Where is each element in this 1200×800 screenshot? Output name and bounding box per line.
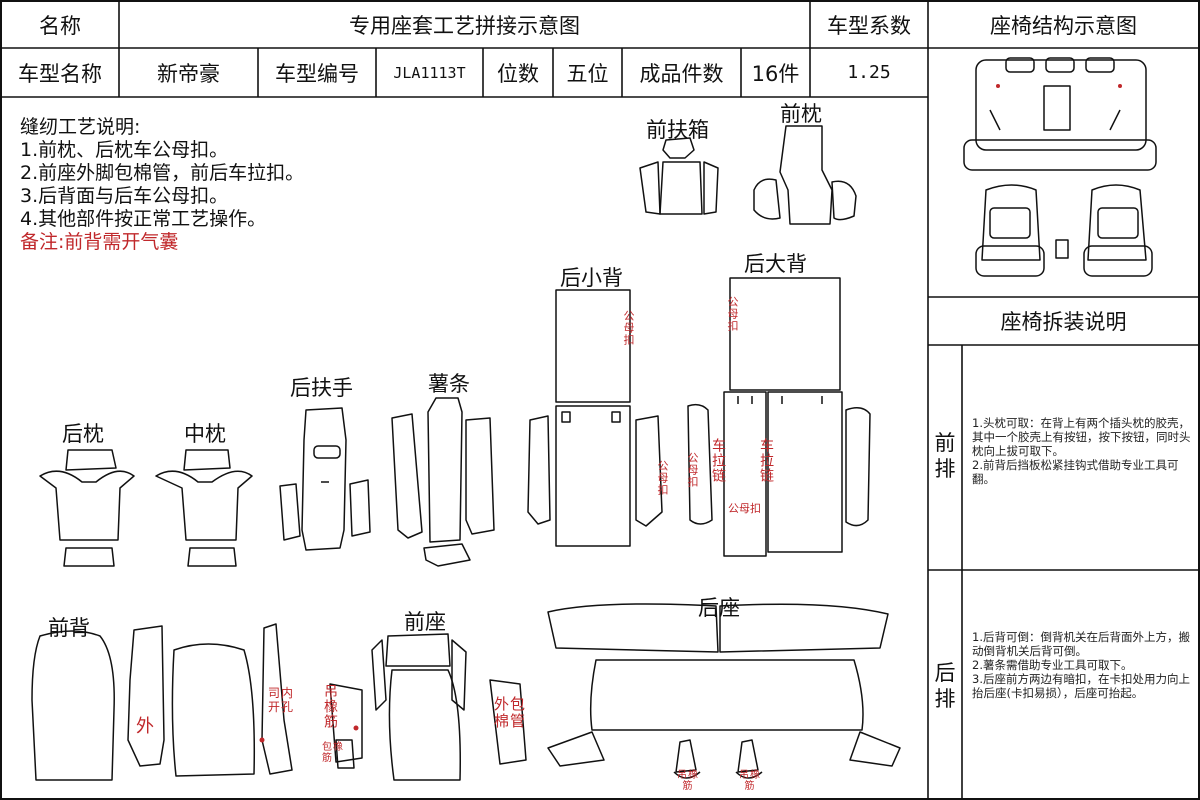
pieces-label: 成品件数 — [639, 61, 724, 86]
label-middle-headrest: 中枕 — [184, 422, 226, 446]
coef-value: 1.25 — [847, 62, 891, 83]
model-code-value: JLA1113T — [393, 63, 466, 82]
label-front-headrest: 前枕 — [780, 102, 822, 126]
label-rear-big-back: 后大背 — [744, 252, 807, 276]
label-rear-armrest: 后扶手 — [290, 376, 353, 400]
notes-item-4: 4.其他部件按正常工艺操作。 — [20, 208, 267, 230]
anno-cotton-tube: 外包棉管 — [494, 695, 527, 730]
model-name-label: 车型名称 — [18, 61, 102, 86]
page-title: 专用座套工艺拼接示意图 — [349, 13, 580, 38]
anno-wrap-rib: 包橡筋 — [322, 742, 344, 764]
anno-inner-hole: 司内开孔 — [268, 686, 295, 714]
header-coef-label: 车型系数 — [827, 13, 911, 38]
anno-buckle-big-back: 公母扣 — [726, 296, 739, 332]
anno-zipper-2: 车拉链 — [758, 438, 774, 483]
front-row-text: 1.头枕可取：在背上有两个插头枕的胶壳，其中一个胶壳上有按钮，按下按钮，同时头枕… — [972, 416, 1191, 486]
seats-value: 五位 — [566, 61, 609, 86]
label-rear-small-back: 后小背 — [560, 266, 623, 290]
anno-buckle-side-1: 公母扣 — [656, 460, 669, 496]
label-bolster: 薯条 — [428, 372, 470, 396]
label-front-back: 前背 — [48, 616, 90, 640]
anno-buckle-bottom: 公母扣 — [728, 502, 761, 515]
notes-title: 缝纫工艺说明: — [20, 116, 141, 138]
label-rear-seat: 后座 — [698, 596, 740, 620]
front-row-label: 前排 — [934, 431, 956, 481]
anno-buckle-side-2: 公母扣 — [686, 452, 699, 488]
notes-item-2: 2.前座外脚包棉管，前后车拉扣。 — [20, 162, 305, 184]
label-rear-headrest: 后枕 — [62, 422, 104, 446]
header-name-label: 名称 — [39, 13, 81, 38]
notes-remark: 备注:前背需开气囊 — [20, 231, 179, 253]
anno-hang-rib-rear-2: 吊橡筋 — [739, 770, 761, 792]
pieces-value: 16件 — [751, 61, 800, 86]
anno-hang-rib-rear-1: 吊橡筋 — [677, 770, 699, 792]
anno-buckle-small-back: 公母扣 — [622, 310, 635, 346]
rear-row-text: 1.后背可倒：倒背机关在后背面外上方，搬动倒背机关后背可倒。 2.薯条需借助专业… — [972, 630, 1190, 700]
structure-title: 座椅结构示意图 — [990, 13, 1137, 38]
anno-outer-front-back: 外 — [136, 716, 154, 737]
label-front-seat: 前座 — [404, 610, 446, 634]
notes-item-1: 1.前枕、后枕车公母扣。 — [20, 139, 229, 161]
anno-hang-rib: 吊橡筋 — [322, 684, 338, 729]
notes-item-3: 3.后背面与后车公母扣。 — [20, 185, 229, 207]
label-front-armrest-box: 前扶箱 — [646, 118, 709, 142]
model-name-value: 新帝豪 — [157, 61, 220, 86]
rear-row-label: 后排 — [934, 661, 956, 711]
seats-label: 位数 — [497, 61, 539, 86]
disassembly-title: 座椅拆装说明 — [1000, 310, 1127, 334]
anno-zipper-1: 车拉链 — [710, 438, 726, 483]
model-code-label: 车型编号 — [275, 61, 359, 86]
